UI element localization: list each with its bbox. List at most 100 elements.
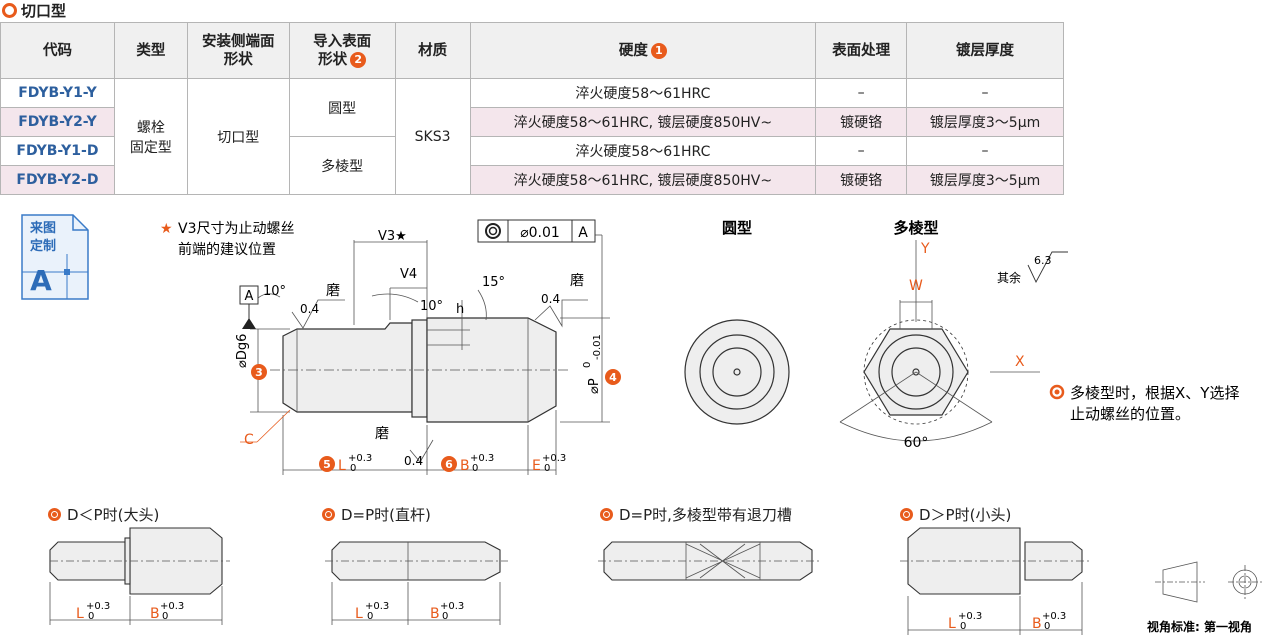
- header-code: 代码: [0, 22, 115, 79]
- round-view-title: 圆型: [722, 219, 752, 237]
- row-surface: –: [815, 136, 908, 166]
- bullet-icon: [900, 508, 913, 521]
- v4-b-tol-lower: 0: [1044, 621, 1050, 632]
- p-tol-upper: 0: [582, 362, 593, 368]
- v1-l-label: L: [76, 606, 84, 622]
- v1-head: [129, 527, 223, 595]
- v4-l-tol-lower: 0: [960, 621, 966, 632]
- bullet-icon: [600, 508, 613, 521]
- angle-10-mid: 10°: [420, 299, 443, 314]
- roughness-rest-label: 其余: [997, 270, 1021, 285]
- row-coating: 镀层厚度3～5μm: [906, 107, 1064, 137]
- d-diameter-label: ⌀Dg6: [235, 334, 250, 368]
- main-technical-drawing: A ⌀0.01 A ★ V3尺寸为止动螺丝 前端的建议位置 V3★ V4 h 1…: [160, 219, 621, 475]
- v1-l-tol-lower: 0: [88, 611, 94, 622]
- v4-b-label: B: [1032, 616, 1042, 632]
- l-tol-lower: 0: [350, 463, 356, 474]
- roughness-rest-value: 6.3: [1034, 254, 1052, 267]
- b-tol-upper: +0.3: [470, 453, 494, 464]
- b-label: B: [460, 458, 470, 474]
- angle-10-left: 10°: [263, 284, 286, 299]
- v4-label: V4: [400, 267, 417, 282]
- grind-bottom: 磨: [375, 426, 389, 442]
- e-label: E: [532, 458, 541, 474]
- grind-left: 磨: [326, 283, 340, 299]
- shaft-left: [282, 322, 413, 413]
- bullet-icon: [322, 508, 335, 521]
- v2-b-label: B: [430, 606, 440, 622]
- row-code[interactable]: FDYB-Y2-D: [0, 165, 115, 195]
- variant-title-straight: D=P时(直杆): [322, 504, 431, 525]
- row-coating: 镀层厚度3～5μm: [906, 165, 1064, 195]
- grind-right: 磨: [570, 273, 584, 289]
- row-hardness: 淬火硬度58～61HRC: [469, 136, 817, 166]
- v4-l-label: L: [948, 616, 956, 632]
- v2-l-label: L: [355, 606, 363, 622]
- header-surface: 表面处理: [815, 22, 908, 79]
- badge-6: 6: [445, 458, 453, 471]
- round-end-view: [684, 319, 790, 425]
- note-badge-2: 2: [350, 51, 367, 68]
- angle-15: 15°: [482, 275, 505, 290]
- header-coating: 镀层厚度: [906, 22, 1064, 79]
- v1-b-label: B: [150, 606, 160, 622]
- shaft-neck: [411, 319, 428, 418]
- p-tol-lower: -0.01: [592, 334, 603, 360]
- v2-l-tol-upper: +0.3: [365, 601, 389, 612]
- row-hardness: 淬火硬度58～61HRC, 镀层硬度850HV~: [469, 107, 817, 137]
- badge-line2: 定制: [29, 238, 56, 254]
- v1-l-tol-upper: +0.3: [86, 601, 110, 612]
- v4-small-section: [1024, 541, 1083, 581]
- e-tol-upper: +0.3: [542, 453, 566, 464]
- p-diameter-label: ⌀P: [587, 378, 602, 394]
- note-line2: 前端的建议位置: [178, 241, 276, 258]
- table-row: FDYB-Y1-Y 螺栓固定型 切口型 圆型 SKS3 淬火硬度58～61HRC…: [0, 78, 1064, 195]
- roughness-left: 0.4: [300, 302, 319, 316]
- row-code[interactable]: FDYB-Y2-Y: [0, 107, 115, 137]
- l-label: L: [338, 458, 346, 474]
- poly-end-view: [839, 240, 1040, 442]
- star-icon: ★: [160, 221, 173, 237]
- row-code[interactable]: FDYB-Y1-D: [0, 136, 115, 166]
- table-row: FDYB-Y2-D 淬火硬度58～61HRC, 镀层硬度850HV~ 镀硬铬 镀…: [0, 165, 1064, 195]
- variant-title-poly-groove: D=P时,多棱型带有退刀槽: [600, 504, 792, 525]
- v2-b-tol-lower: 0: [442, 611, 448, 622]
- row-hardness: 淬火硬度58～61HRC, 镀层硬度850HV~: [469, 165, 817, 195]
- note-line1: V3尺寸为止动螺丝: [178, 221, 294, 237]
- end-views-drawing: 圆型 多棱型 Y W X 60° 6.3 其余 多棱型时，根据X、Y选择 止动螺…: [684, 219, 1239, 451]
- roughness-right: 0.4: [541, 292, 560, 306]
- badge-4: 4: [609, 371, 617, 384]
- e-tol-lower: 0: [544, 463, 550, 474]
- row-hardness: 淬火硬度58～61HRC: [469, 78, 817, 108]
- header-mount-shape: 安装侧端面形状: [186, 22, 290, 79]
- poly-note-line2: 止动螺丝的位置。: [1070, 405, 1190, 423]
- row-surface: 镀硬铬: [815, 165, 908, 195]
- v2-l-tol-lower: 0: [367, 611, 373, 622]
- y-label: Y: [920, 241, 930, 257]
- ring-bullet-icon: [2, 2, 17, 18]
- row-code[interactable]: FDYB-Y1-Y: [0, 78, 115, 108]
- v4-l-tol-upper: +0.3: [958, 611, 982, 622]
- table-row: FDYB-Y1-D 多棱型 淬火硬度58～61HRC – –: [0, 136, 1064, 195]
- w-label: W: [909, 278, 923, 294]
- cell-mount-shape: 切口型: [186, 78, 290, 195]
- datum-a-label: A: [245, 289, 254, 304]
- tolerance-datum: A: [578, 225, 588, 241]
- v2-b-tol-upper: +0.3: [440, 601, 464, 612]
- badge-line1: 来图: [29, 220, 56, 236]
- l-tol-upper: +0.3: [348, 453, 372, 464]
- variant-title-small-head: D＞P时(小头): [900, 504, 1011, 525]
- projection-label: 视角标准: 第一视角: [1147, 619, 1252, 634]
- angle-60-label: 60°: [904, 435, 929, 451]
- b-tol-lower: 0: [472, 463, 478, 474]
- roughness-bottom: 0.4: [404, 454, 423, 468]
- row-coating: –: [906, 78, 1064, 108]
- v1-b-tol-upper: +0.3: [160, 601, 184, 612]
- custom-drawing-badge: 来图 定制 A: [21, 214, 89, 300]
- note-badge-1: 1: [650, 42, 667, 59]
- header-type: 类型: [113, 22, 188, 79]
- v3-label: V3★: [378, 229, 407, 244]
- badge-letter: A: [30, 264, 52, 297]
